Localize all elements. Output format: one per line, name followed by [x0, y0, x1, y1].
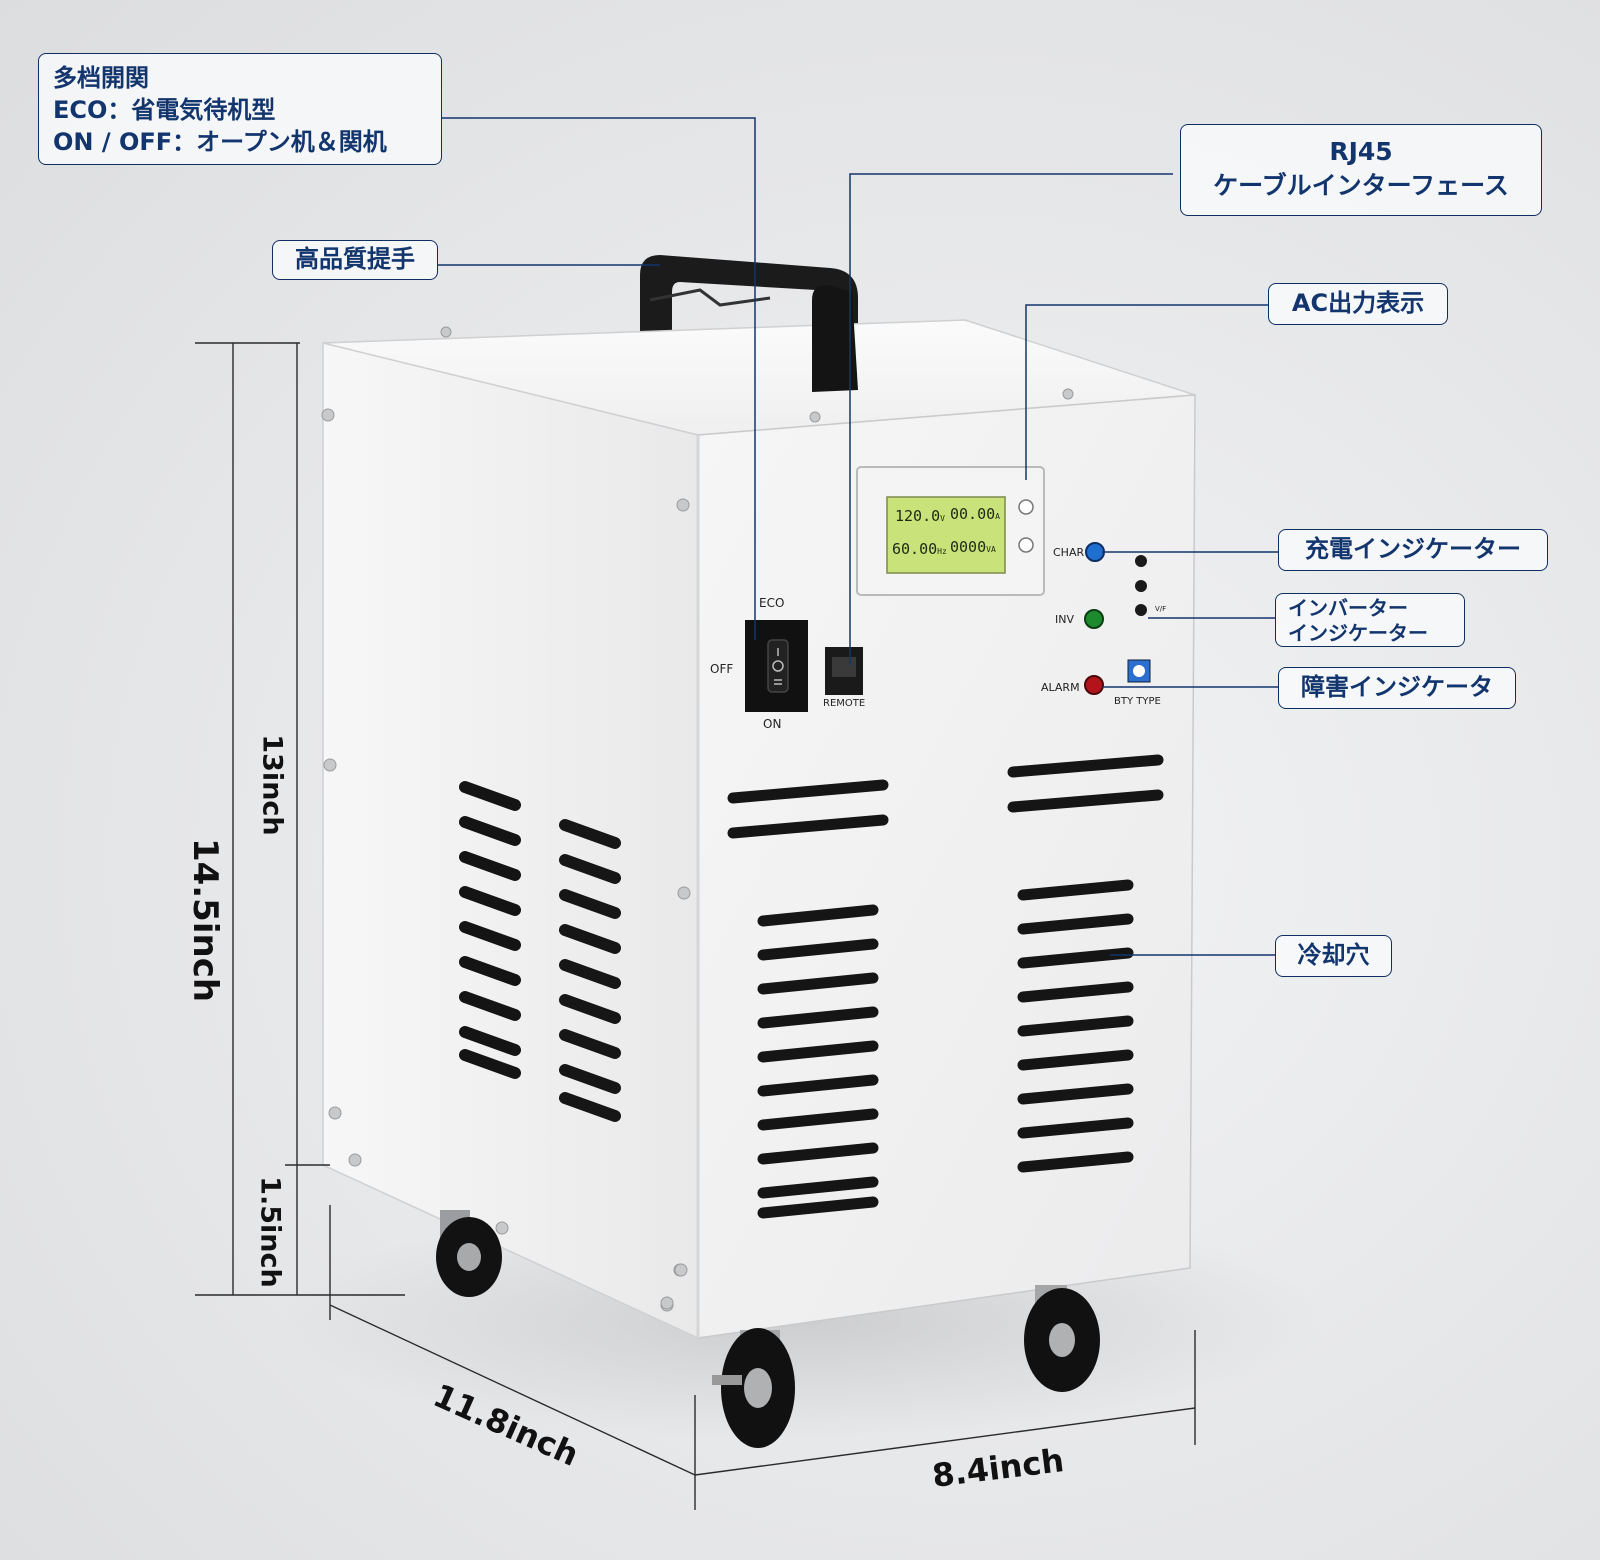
dimension-lines [195, 342, 1196, 1510]
lcd-screen [886, 496, 1006, 574]
side-vents-left [459, 781, 521, 1079]
switch-callout-onoff: ON / OFF：オープン机＆関机 [53, 128, 387, 156]
inv-label: INV [1055, 613, 1074, 626]
fault-indicator-callout-label: 障害インジケータ [1301, 673, 1493, 701]
setting-button-3 [1135, 604, 1147, 616]
bty-type-label: BTY TYPE [1114, 696, 1161, 707]
rj45-callout-title: RJ45 [1329, 137, 1393, 166]
total-height-label: 14.5inch [185, 837, 225, 1003]
inverter-indicator-callout-line2: インジケーター [1288, 621, 1428, 645]
switch-callout: 多档開関 ECO：省電気待机型 ON / OFF：オープン机＆関机 [38, 53, 442, 165]
body-height-label: 13inch [256, 734, 288, 836]
remote-label: REMOTE [823, 698, 866, 709]
char-led [1085, 542, 1105, 562]
charge-indicator-callout: 充電インジケーター [1278, 529, 1548, 571]
eco-label: ECO [759, 596, 785, 610]
switch-callout-eco: ECO：省電気待机型 [53, 96, 276, 124]
side-screws [321, 326, 1074, 1312]
callout-leaders [438, 117, 1278, 956]
ac-display-callout-label: AC出力表示 [1291, 289, 1425, 317]
handle [640, 255, 858, 392]
cooling-vent-callout: 冷却穴 [1275, 935, 1392, 977]
handle-callout-label: 高品質提手 [295, 245, 415, 273]
setting-button-1 [1135, 555, 1147, 567]
charge-indicator-callout-label: 充電インジケーター [1305, 535, 1521, 563]
setting-button-2 [1135, 580, 1147, 592]
lcd-voltage: 120.0V [895, 507, 945, 525]
alarm-label: ALARM [1041, 681, 1080, 694]
lcd-current: 00.00A [950, 505, 1000, 523]
front-vents [727, 754, 1164, 1219]
wheel-front-left [712, 1328, 795, 1448]
vf-label: V/F [1155, 605, 1167, 613]
switch-callout-title: 多档開関 [53, 64, 149, 92]
char-label: CHAR [1053, 546, 1085, 559]
inverter-indicator-callout-line1: インバーター [1288, 596, 1408, 620]
off-label: OFF [710, 662, 734, 676]
rj45-callout-subtitle: ケーブルインターフェース [1213, 171, 1509, 200]
handle-callout: 高品質提手 [272, 240, 438, 280]
on-label: ON [763, 717, 782, 731]
wheel-front-right [1024, 1285, 1100, 1392]
lcd-power: 0000VA [950, 538, 996, 556]
inverter-indicator-callout: インバーター インジケーター [1275, 593, 1465, 647]
lcd-frequency: 60.00Hz [892, 540, 947, 558]
wheel-height-label: 1.5inch [254, 1176, 286, 1288]
rj45-callout: RJ45 ケーブルインターフェース [1180, 124, 1542, 216]
wheel-rear-left [436, 1210, 502, 1297]
alarm-led [1084, 675, 1104, 695]
lcd-button-2 [1018, 537, 1034, 553]
side-vents-right [559, 819, 621, 1122]
ac-display-callout: AC出力表示 [1268, 283, 1448, 325]
fault-indicator-callout: 障害インジケータ [1278, 667, 1516, 709]
cooling-vent-callout-label: 冷却穴 [1297, 941, 1370, 969]
inv-led [1084, 609, 1104, 629]
lcd-button-1 [1018, 499, 1034, 515]
